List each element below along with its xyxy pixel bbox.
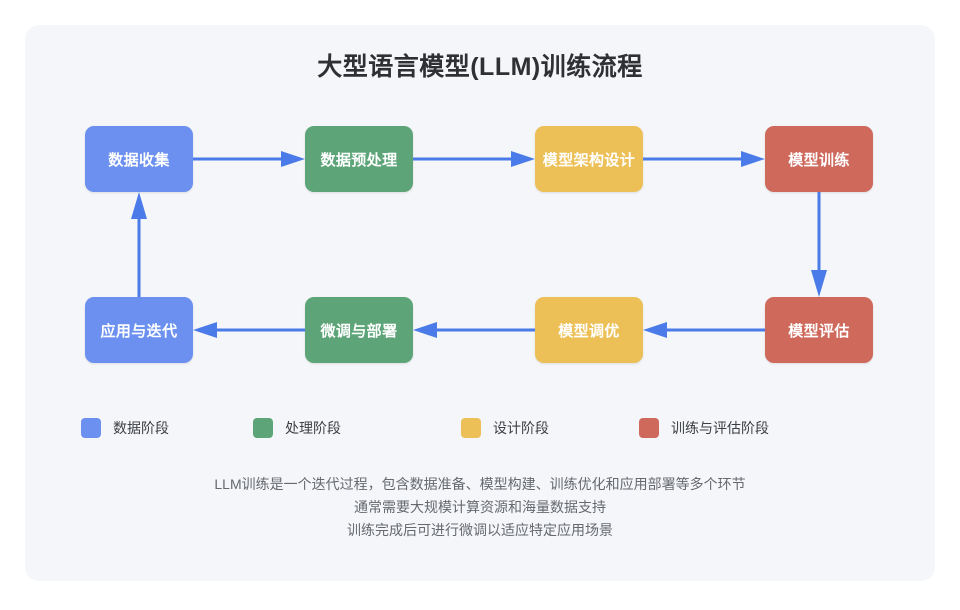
legend-swatch-icon [461, 418, 481, 438]
diagram-canvas: 大型语言模型(LLM)训练流程 数据收集 数据预处理 模型架构设计 模型训练 应… [25, 25, 935, 581]
flow-node-finetune-deploy[interactable]: 微调与部署 [305, 297, 413, 363]
footer-line: 通常需要大规模计算资源和海量数据支持 [354, 499, 606, 515]
arrow-down-icon [810, 192, 828, 297]
flow-node-label: 微调与部署 [320, 322, 398, 340]
flow-node-evaluation[interactable]: 模型评估 [765, 297, 873, 363]
legend-label: 设计阶段 [493, 420, 549, 436]
flow-node-preprocessing[interactable]: 数据预处理 [305, 126, 413, 192]
flow-node-data-collection[interactable]: 数据收集 [85, 126, 193, 192]
legend: 数据阶段 处理阶段 设计阶段 训练与评估阶段 [81, 418, 881, 442]
flow-node-application[interactable]: 应用与迭代 [85, 297, 193, 363]
arrow-up-icon [130, 192, 148, 297]
legend-swatch-icon [253, 418, 273, 438]
arrow-right-icon [643, 150, 765, 168]
flow-node-label: 模型调优 [558, 322, 620, 340]
legend-label: 数据阶段 [113, 420, 169, 436]
arrow-left-icon [193, 321, 305, 339]
legend-swatch-icon [639, 418, 659, 438]
footer-line: LLM训练是一个迭代过程，包含数据准备、模型构建、训练优化和应用部署等多个环节 [214, 476, 746, 492]
footer-line: 训练完成后可进行微调以适应特定应用场景 [347, 522, 613, 538]
flow-node-label: 数据收集 [108, 151, 170, 169]
flow-node-label: 模型架构设计 [542, 151, 636, 169]
flow-node-label: 模型评估 [788, 322, 850, 340]
flow-node-label: 模型训练 [788, 151, 850, 169]
page-title: 大型语言模型(LLM)训练流程 [317, 53, 643, 81]
arrow-left-icon [413, 321, 535, 339]
legend-item-training-eval-stage: 训练与评估阶段 [639, 418, 769, 438]
arrow-left-icon [643, 321, 765, 339]
flow-node-architecture[interactable]: 模型架构设计 [535, 126, 643, 192]
arrow-right-icon [413, 150, 535, 168]
flow-node-optimization[interactable]: 模型调优 [535, 297, 643, 363]
legend-swatch-icon [81, 418, 101, 438]
legend-label: 处理阶段 [285, 420, 341, 436]
legend-item-data-stage: 数据阶段 [81, 418, 169, 438]
flow-node-training[interactable]: 模型训练 [765, 126, 873, 192]
flow-node-label: 应用与迭代 [100, 322, 178, 340]
footer-description: LLM训练是一个迭代过程，包含数据准备、模型构建、训练优化和应用部署等多个环节 … [25, 473, 935, 542]
flow-node-label: 数据预处理 [320, 151, 398, 169]
legend-item-design-stage: 设计阶段 [461, 418, 549, 438]
legend-item-processing-stage: 处理阶段 [253, 418, 341, 438]
arrow-right-icon [193, 150, 305, 168]
legend-label: 训练与评估阶段 [671, 420, 769, 436]
